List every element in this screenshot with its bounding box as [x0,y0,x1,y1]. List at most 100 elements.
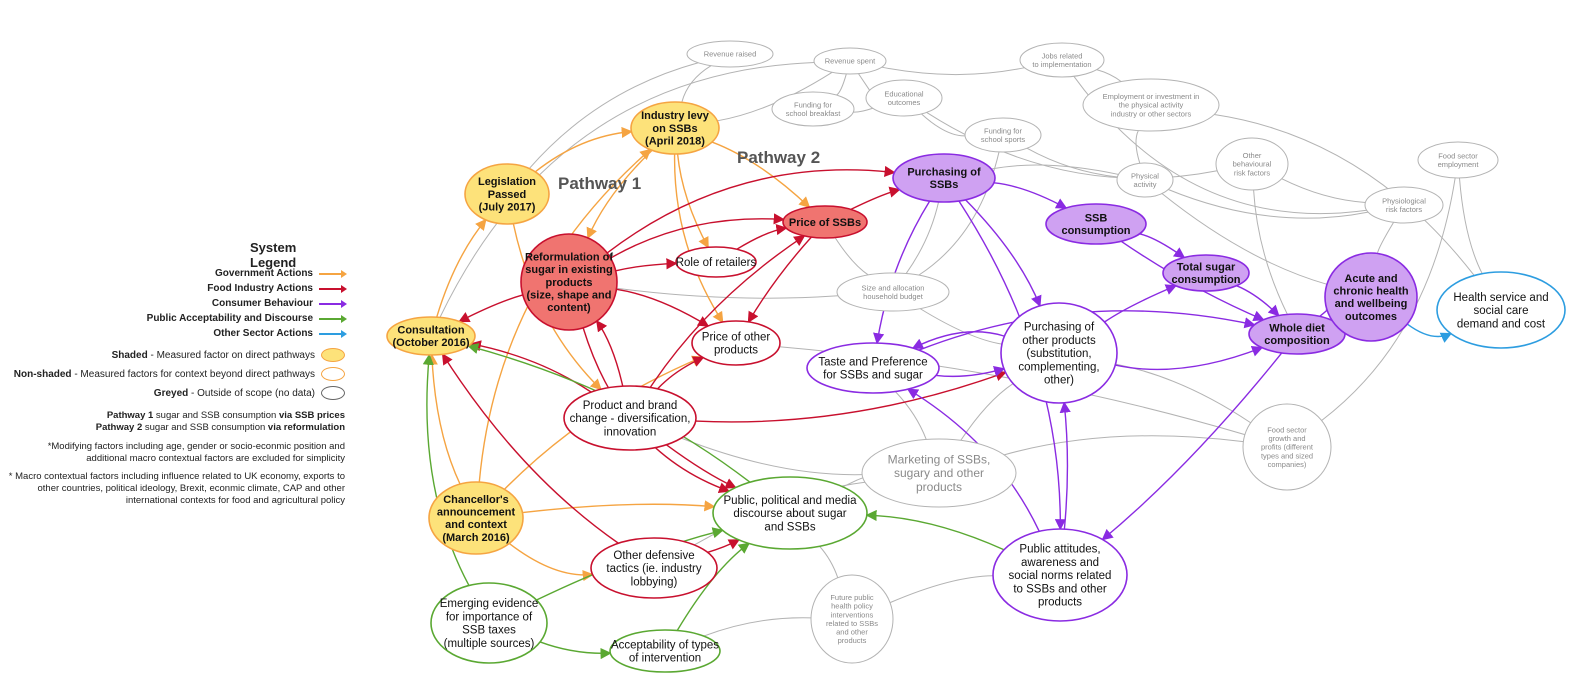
connector-line [1104,284,1177,323]
connector-line [1096,69,1122,83]
legend-item-label: Public Acceptability and Discourse [146,313,313,324]
node-shape [1000,302,1118,404]
node-shape [1116,162,1174,198]
node-shape [1082,78,1220,132]
connector-line [991,164,1119,175]
legend-item-label: Other Sector Actions [213,328,313,339]
node-shape [1242,403,1332,491]
node-shape [861,438,1017,508]
node-shape [520,233,618,331]
connector-line [649,235,806,388]
connector-line [1161,193,1328,285]
connector-line [850,186,901,211]
node-shape [563,385,697,451]
connector-line [469,340,592,393]
node-shape [806,342,940,394]
connector-line [426,353,461,485]
connector-line [960,383,1014,441]
connector-line [1458,177,1483,274]
connector-line [508,542,594,582]
node-shape [464,163,550,225]
node-shape [836,272,950,312]
connector-line [1003,435,1244,456]
connector-line [873,200,931,345]
legend-shaded: Shaded - Measured factor on direct pathw… [112,348,345,362]
pathway1-label: Pathway 1 [558,174,641,193]
connector-line [836,73,847,96]
node-retailers: Role of retailers [675,246,757,278]
connector-line [736,224,788,250]
connector-line [528,62,699,169]
connector-line [865,509,1005,551]
connector-line [1026,147,1118,178]
connector-line [905,201,940,274]
connector-line [707,539,741,553]
node-label: Consultation(October 2016) [392,325,469,350]
node-shape [771,91,855,127]
node-revenue-spent: Revenue spent [813,47,887,75]
connector-line [964,199,1042,308]
legend-item: Public Acceptability and Discourse [146,313,347,324]
connector-line [610,213,785,259]
connector-line [439,61,815,318]
greyed-swatch [321,386,345,400]
connector-line [616,288,710,327]
pathway2-label: Pathway 2 [737,148,820,167]
node-shape [813,47,887,75]
legend-arrow-icon [319,329,347,338]
node-shape [1019,42,1105,78]
connector-line [657,356,705,390]
connector-line [1115,345,1264,371]
connector-line [993,182,1068,209]
node-shape [1215,137,1289,191]
connector-line [911,331,1005,349]
connector-line [436,218,487,318]
node-shape [992,528,1128,622]
connector-line [717,71,833,122]
connector-line [919,308,1003,345]
connector-line [926,112,1218,179]
connector-line [921,113,966,137]
node-label: Role of retailers [676,257,757,269]
node-shape [609,629,721,673]
node-label: Price of SSBs [789,217,861,229]
connector-line [539,641,612,660]
node-shape [686,40,774,68]
connector-line [681,65,712,103]
connector-line [458,294,523,323]
connector-line [586,149,653,240]
connector-line [1376,222,1394,254]
legend-arrow-icon [319,299,347,308]
connector-line [695,370,1007,423]
connector-line [676,153,709,249]
node-shape [630,101,720,155]
connector-line [1214,114,1475,276]
node-shape [964,117,1042,153]
node-shape [892,153,996,203]
